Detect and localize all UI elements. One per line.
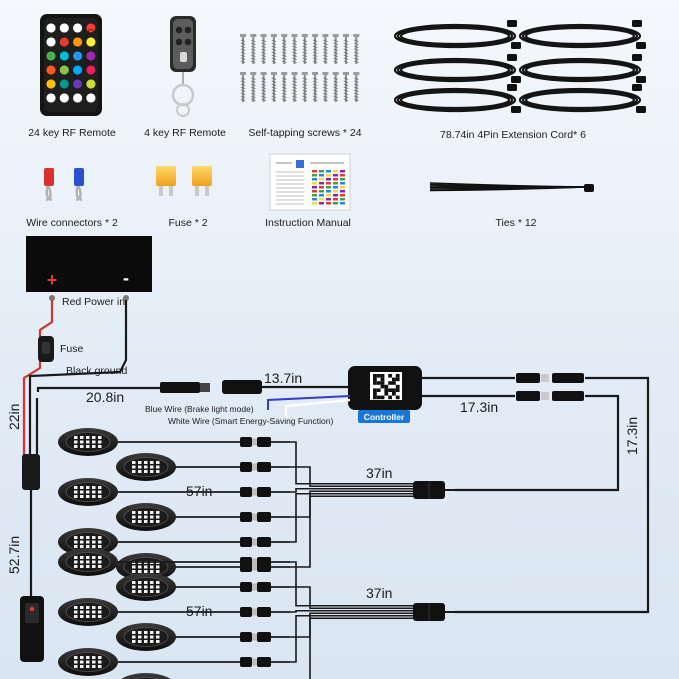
extension-cords: [393, 20, 646, 113]
battery-plus: +: [47, 270, 58, 290]
measure-17-3-horizontal: 17.3in: [460, 399, 498, 415]
black-ground-wire: [28, 300, 128, 462]
caption-extension: 78.74in 4Pin Extension Cord* 6: [440, 129, 586, 141]
rocker-switch: [20, 596, 44, 662]
caption-fuse: Fuse * 2: [168, 217, 207, 229]
light-group-bottom: [58, 548, 455, 679]
fuses: [156, 166, 212, 196]
cable-ties: [429, 182, 594, 192]
barrel-connector: [160, 380, 262, 394]
measure-22: 22in: [6, 404, 22, 430]
remote-24-key: ON: [40, 14, 102, 116]
light-group-top: [58, 428, 455, 581]
label-red-power: Red Power in: [62, 296, 125, 308]
blue-brake-wire: [267, 395, 351, 410]
controller-box: Controller: [348, 366, 422, 423]
remote-keypad: [46, 23, 96, 103]
caption-remote-4: 4 key RF Remote: [144, 127, 226, 139]
label-black-ground: Black ground: [66, 365, 127, 377]
caption-screws: Self-tapping screws * 24: [248, 127, 361, 139]
measure-52-7: 52.7in: [6, 536, 22, 574]
label-blue-wire: Blue Wire (Brake light mode): [145, 404, 254, 414]
battery: + -: [26, 236, 152, 301]
measure-37-top: 37in: [366, 465, 392, 481]
instruction-manual: [269, 153, 351, 211]
measure-37-bottom: 37in: [366, 585, 392, 601]
inline-fuse-holder: [38, 336, 54, 362]
battery-minus: -: [123, 268, 129, 288]
caption-connectors: Wire connectors * 2: [26, 217, 118, 229]
measure-57-bottom: 57in: [186, 603, 212, 619]
measure-13-7: 13.7in: [264, 370, 302, 386]
measure-17-3-vertical: 17.3in: [624, 417, 640, 455]
caption-remote-24: 24 key RF Remote: [28, 127, 116, 139]
key-on-label: ON: [88, 27, 101, 37]
power-connector: [22, 454, 40, 490]
label-fuse: Fuse: [60, 343, 84, 355]
controller-badge: Controller: [364, 412, 405, 422]
white-energy-wire: [284, 398, 351, 420]
caption-ties: Ties * 12: [495, 217, 536, 229]
label-white-wire: White Wire (Smart Energy-Saving Function…: [168, 416, 333, 426]
wire-connectors: [44, 168, 84, 202]
screws-group: [240, 34, 360, 102]
measure-57-top: 57in: [186, 483, 212, 499]
measure-20-8: 20.8in: [86, 389, 124, 405]
remote-4-key: [170, 16, 196, 117]
caption-manual: Instruction Manual: [265, 217, 351, 229]
